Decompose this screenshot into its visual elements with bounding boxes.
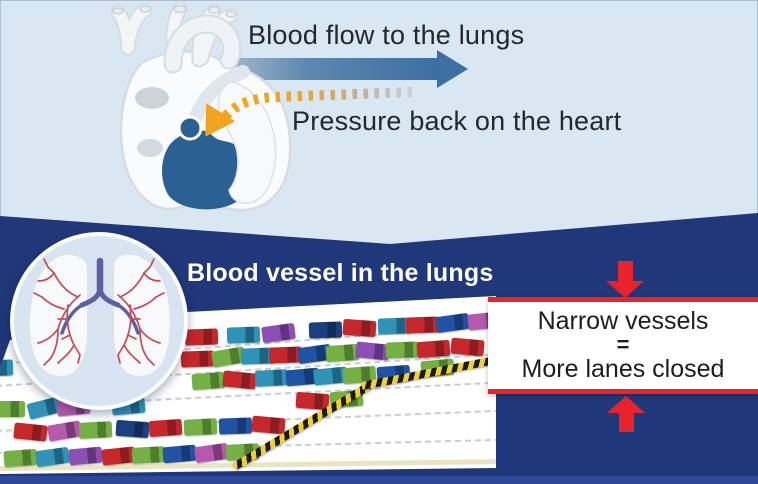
arrow-up-icon [607,396,645,432]
pressure-label: Pressure back on the heart [292,106,622,136]
callout-line-2: = [616,332,630,358]
car [435,312,470,334]
car [308,321,343,339]
arrow-down-head [606,281,644,298]
car [191,371,226,391]
car [13,422,48,442]
car [325,343,360,363]
car [222,370,257,390]
car [78,421,113,439]
car [0,401,25,417]
callout-line-3: More lanes closed [521,354,725,383]
arrow-down-icon [606,261,644,298]
car [148,418,183,438]
heart-illustration [110,2,292,212]
car [184,328,219,346]
car [450,337,485,357]
car [254,369,289,387]
car [180,350,215,368]
car [385,341,420,359]
arrow-down-stem [617,261,633,281]
car [46,420,83,442]
car [226,326,261,344]
car [3,448,38,468]
blood-flow-arrow-head [437,50,468,88]
section-title: Blood vessel in the lungs [187,259,494,287]
flow-label: Blood flow to the lungs [248,20,525,50]
car [355,341,390,361]
pressure-dashed-arc [213,87,413,131]
lungs-illustration [27,252,172,378]
car [183,418,218,436]
car [251,415,286,435]
blood-flow-arrow [198,58,438,80]
callout-line-1: Narrow vessels [537,307,709,336]
car [162,444,197,464]
car [115,419,150,439]
car [342,318,377,338]
car [131,446,166,464]
car [101,446,136,466]
bottom-accent-strip [0,476,758,484]
car [68,446,103,466]
arrow-up-head [607,396,645,413]
arrow-up-stem [618,413,634,432]
car [416,339,451,359]
car [405,316,440,334]
narrow-vessels-callout: Narrow vessels = More lanes closed [488,297,758,394]
car [218,417,253,435]
lungs-circle [10,232,188,410]
car [194,442,229,464]
